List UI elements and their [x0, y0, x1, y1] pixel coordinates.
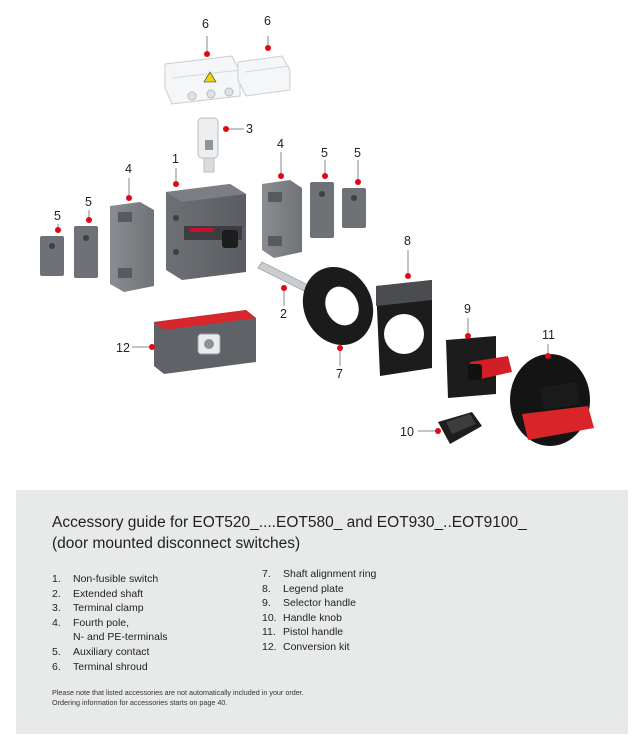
- list-item: 9. Selector handle: [262, 596, 482, 611]
- list-item: 4. Fourth pole, N- and PE-terminals: [52, 616, 262, 645]
- list-item-number: 10.: [262, 611, 277, 624]
- footnote-line-2: Ordering information for accessories sta…: [52, 698, 228, 707]
- list-item: 8. Legend plate: [262, 582, 482, 597]
- list-item: 10. Handle knob: [262, 611, 482, 626]
- list-item-label: Conversion kit: [283, 640, 350, 653]
- list-item-label: Fourth pole, N- and PE-terminals: [73, 616, 168, 644]
- pistol-handle-part: [510, 354, 594, 446]
- list-item: 7. Shaft alignment ring: [262, 567, 482, 582]
- list-item-label: Selector handle: [283, 597, 356, 610]
- list-item-label: Non-fusible switch: [73, 573, 159, 585]
- list-item-number: 4.: [52, 616, 61, 629]
- callout-10: 10: [400, 425, 414, 439]
- auxiliary-contacts-part: [40, 182, 366, 278]
- handle-knob-part: [438, 412, 482, 444]
- shaft-alignment-ring-part: [302, 267, 374, 345]
- accessory-illustration: 6 6 3 1 4 4 5 5 5 5 8 2 9 12 11 7 10: [40, 14, 594, 446]
- list-item: 1. Non-fusible switch: [52, 572, 262, 587]
- fourth-pole-left-part: [110, 202, 154, 292]
- accessory-list-right: 7. Shaft alignment ring 8. Legend plate 9.…: [262, 567, 482, 655]
- callout-4a: 4: [125, 162, 132, 176]
- callout-5d: 5: [354, 146, 361, 160]
- list-item-number: 12.: [262, 640, 277, 653]
- leader-lines: [55, 36, 551, 434]
- list-item: 3. Terminal clamp: [52, 601, 262, 616]
- non-fusible-switch-part: [166, 184, 246, 280]
- accessory-guide-panel: Accessory guide for EOT520_....EOT580_ a…: [16, 490, 628, 734]
- footnote-line-1: Please note that listed accessories are …: [52, 688, 304, 697]
- footnote: Please note that listed accessories are …: [52, 688, 572, 708]
- conversion-kit-part: [154, 310, 256, 374]
- legend-plate-part: [376, 280, 432, 376]
- list-item: 5. Auxiliary contact: [52, 645, 262, 660]
- callout-1: 1: [172, 152, 179, 166]
- callout-6b: 6: [264, 14, 271, 28]
- list-item-label: Terminal clamp: [73, 602, 144, 615]
- guide-title-line-1: Accessory guide for EOT520_....EOT580_ a…: [52, 514, 527, 531]
- list-item-label: Shaft alignment ring: [283, 568, 377, 580]
- callout-7: 7: [336, 367, 343, 381]
- callout-12: 12: [116, 341, 130, 355]
- callout-5b: 5: [85, 195, 92, 209]
- list-item-number: 1.: [52, 573, 61, 585]
- guide-title-line-2: (door mounted disconnect switches): [52, 535, 301, 552]
- list-item-label: Auxiliary contact: [73, 645, 150, 658]
- list-item-number: 8.: [262, 582, 271, 595]
- list-item-label: Terminal shroud: [73, 660, 148, 673]
- list-item-number: 7.: [262, 568, 271, 580]
- callout-2: 2: [280, 307, 287, 321]
- terminal-shroud-part: [164, 55, 291, 105]
- list-item-number: 9.: [262, 597, 271, 610]
- list-item-number: 3.: [52, 602, 61, 615]
- accessory-list-left: 1. Non-fusible switch 2. Extended shaft 3.…: [52, 572, 262, 674]
- list-item-label: Extended shaft: [73, 587, 144, 600]
- terminal-clamp-part: [197, 117, 219, 173]
- list-item-label: Pistol handle: [283, 626, 344, 639]
- list-item-label: Handle knob: [283, 611, 342, 624]
- callout-5c: 5: [321, 146, 328, 160]
- guide-title: Accessory guide for EOT520_....EOT580_ a…: [52, 512, 612, 554]
- callout-6a: 6: [202, 17, 209, 31]
- callout-5a: 5: [54, 209, 61, 223]
- list-item-number: 11.: [262, 626, 276, 639]
- list-item-label: Legend plate: [283, 582, 344, 595]
- list-item: 11. Pistol handle: [262, 625, 482, 640]
- list-item: 2. Extended shaft: [52, 587, 262, 602]
- fourth-pole-right-part: [262, 180, 302, 258]
- list-item: 12. Conversion kit: [262, 640, 482, 655]
- callout-3: 3: [246, 122, 253, 136]
- callout-4b: 4: [277, 137, 284, 151]
- list-item-number: 5.: [52, 645, 61, 658]
- selector-handle-part: [446, 336, 512, 398]
- callout-8: 8: [404, 234, 411, 248]
- list-item-number: 2.: [52, 587, 61, 600]
- list-item-number: 6.: [52, 660, 61, 673]
- exploded-view-drawing: [40, 36, 594, 446]
- list-item: 6. Terminal shroud: [52, 660, 262, 675]
- callout-11: 11: [542, 328, 555, 342]
- callout-9: 9: [464, 302, 471, 316]
